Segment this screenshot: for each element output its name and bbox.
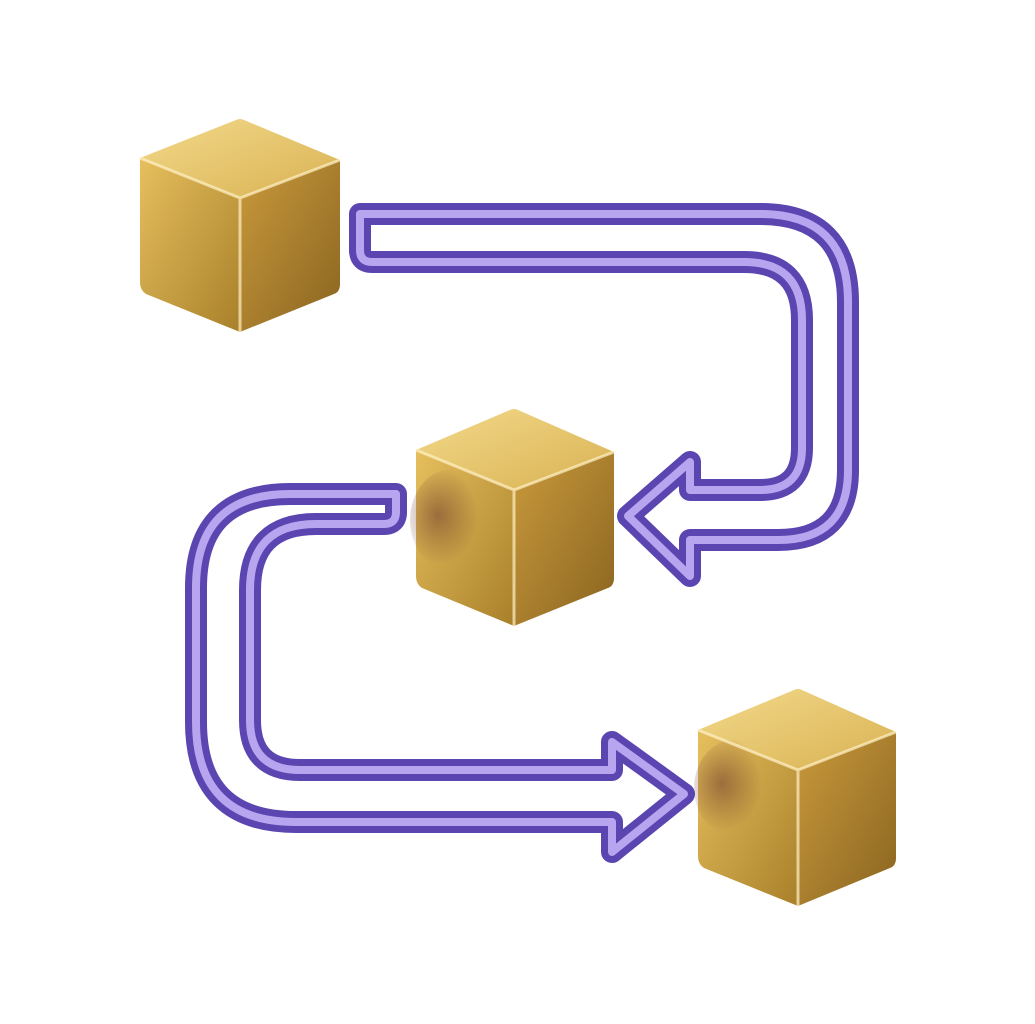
lower-forward-arrow-icon (185, 483, 695, 863)
upper-return-arrow-icon (349, 203, 859, 587)
middle-cube-icon (410, 409, 615, 626)
start-cube-icon (139, 119, 341, 332)
end-cube-icon (694, 689, 897, 906)
